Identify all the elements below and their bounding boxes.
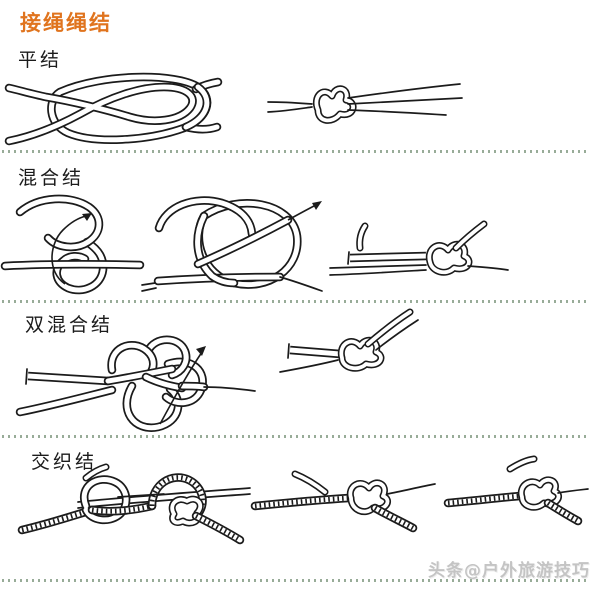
dotted-separator [2, 579, 588, 582]
watermark: 头条@户外旅游技巧 [428, 561, 590, 581]
dotted-separator [2, 150, 588, 153]
arrow-head-icon [312, 201, 322, 210]
section-label-square-knot: 平结 [18, 49, 63, 71]
double-mixed-knot-step2-illustration [279, 308, 419, 373]
dotted-separator [2, 435, 588, 438]
arrow [159, 351, 203, 425]
square-knot-step2-illustration [267, 83, 463, 124]
mixed-knot-step2-illustration [141, 196, 323, 292]
double-mixed-knot-step1-illustration [15, 335, 256, 432]
square-knot-step1-illustration [4, 72, 223, 146]
mixed-knot-step1-illustration [0, 194, 145, 295]
arrow [287, 204, 317, 221]
section-label-double-mixed-knot: 双混合结 [25, 314, 114, 336]
section-label-interweave-knot: 交织结 [31, 451, 98, 473]
page-title: 接绳绳结 [20, 11, 112, 35]
interweave-knot-step3-illustration [443, 455, 589, 526]
dotted-separator [2, 300, 588, 303]
arrow-head-icon [82, 213, 92, 221]
arrow [51, 215, 87, 285]
interweave-knot-step1-illustration [17, 463, 251, 545]
mixed-knot-step3-illustration [329, 220, 509, 276]
interweave-knot-step2-illustration [250, 470, 436, 533]
arrow-head-icon [196, 346, 206, 356]
section-label-mixed-knot: 混合结 [18, 167, 85, 189]
